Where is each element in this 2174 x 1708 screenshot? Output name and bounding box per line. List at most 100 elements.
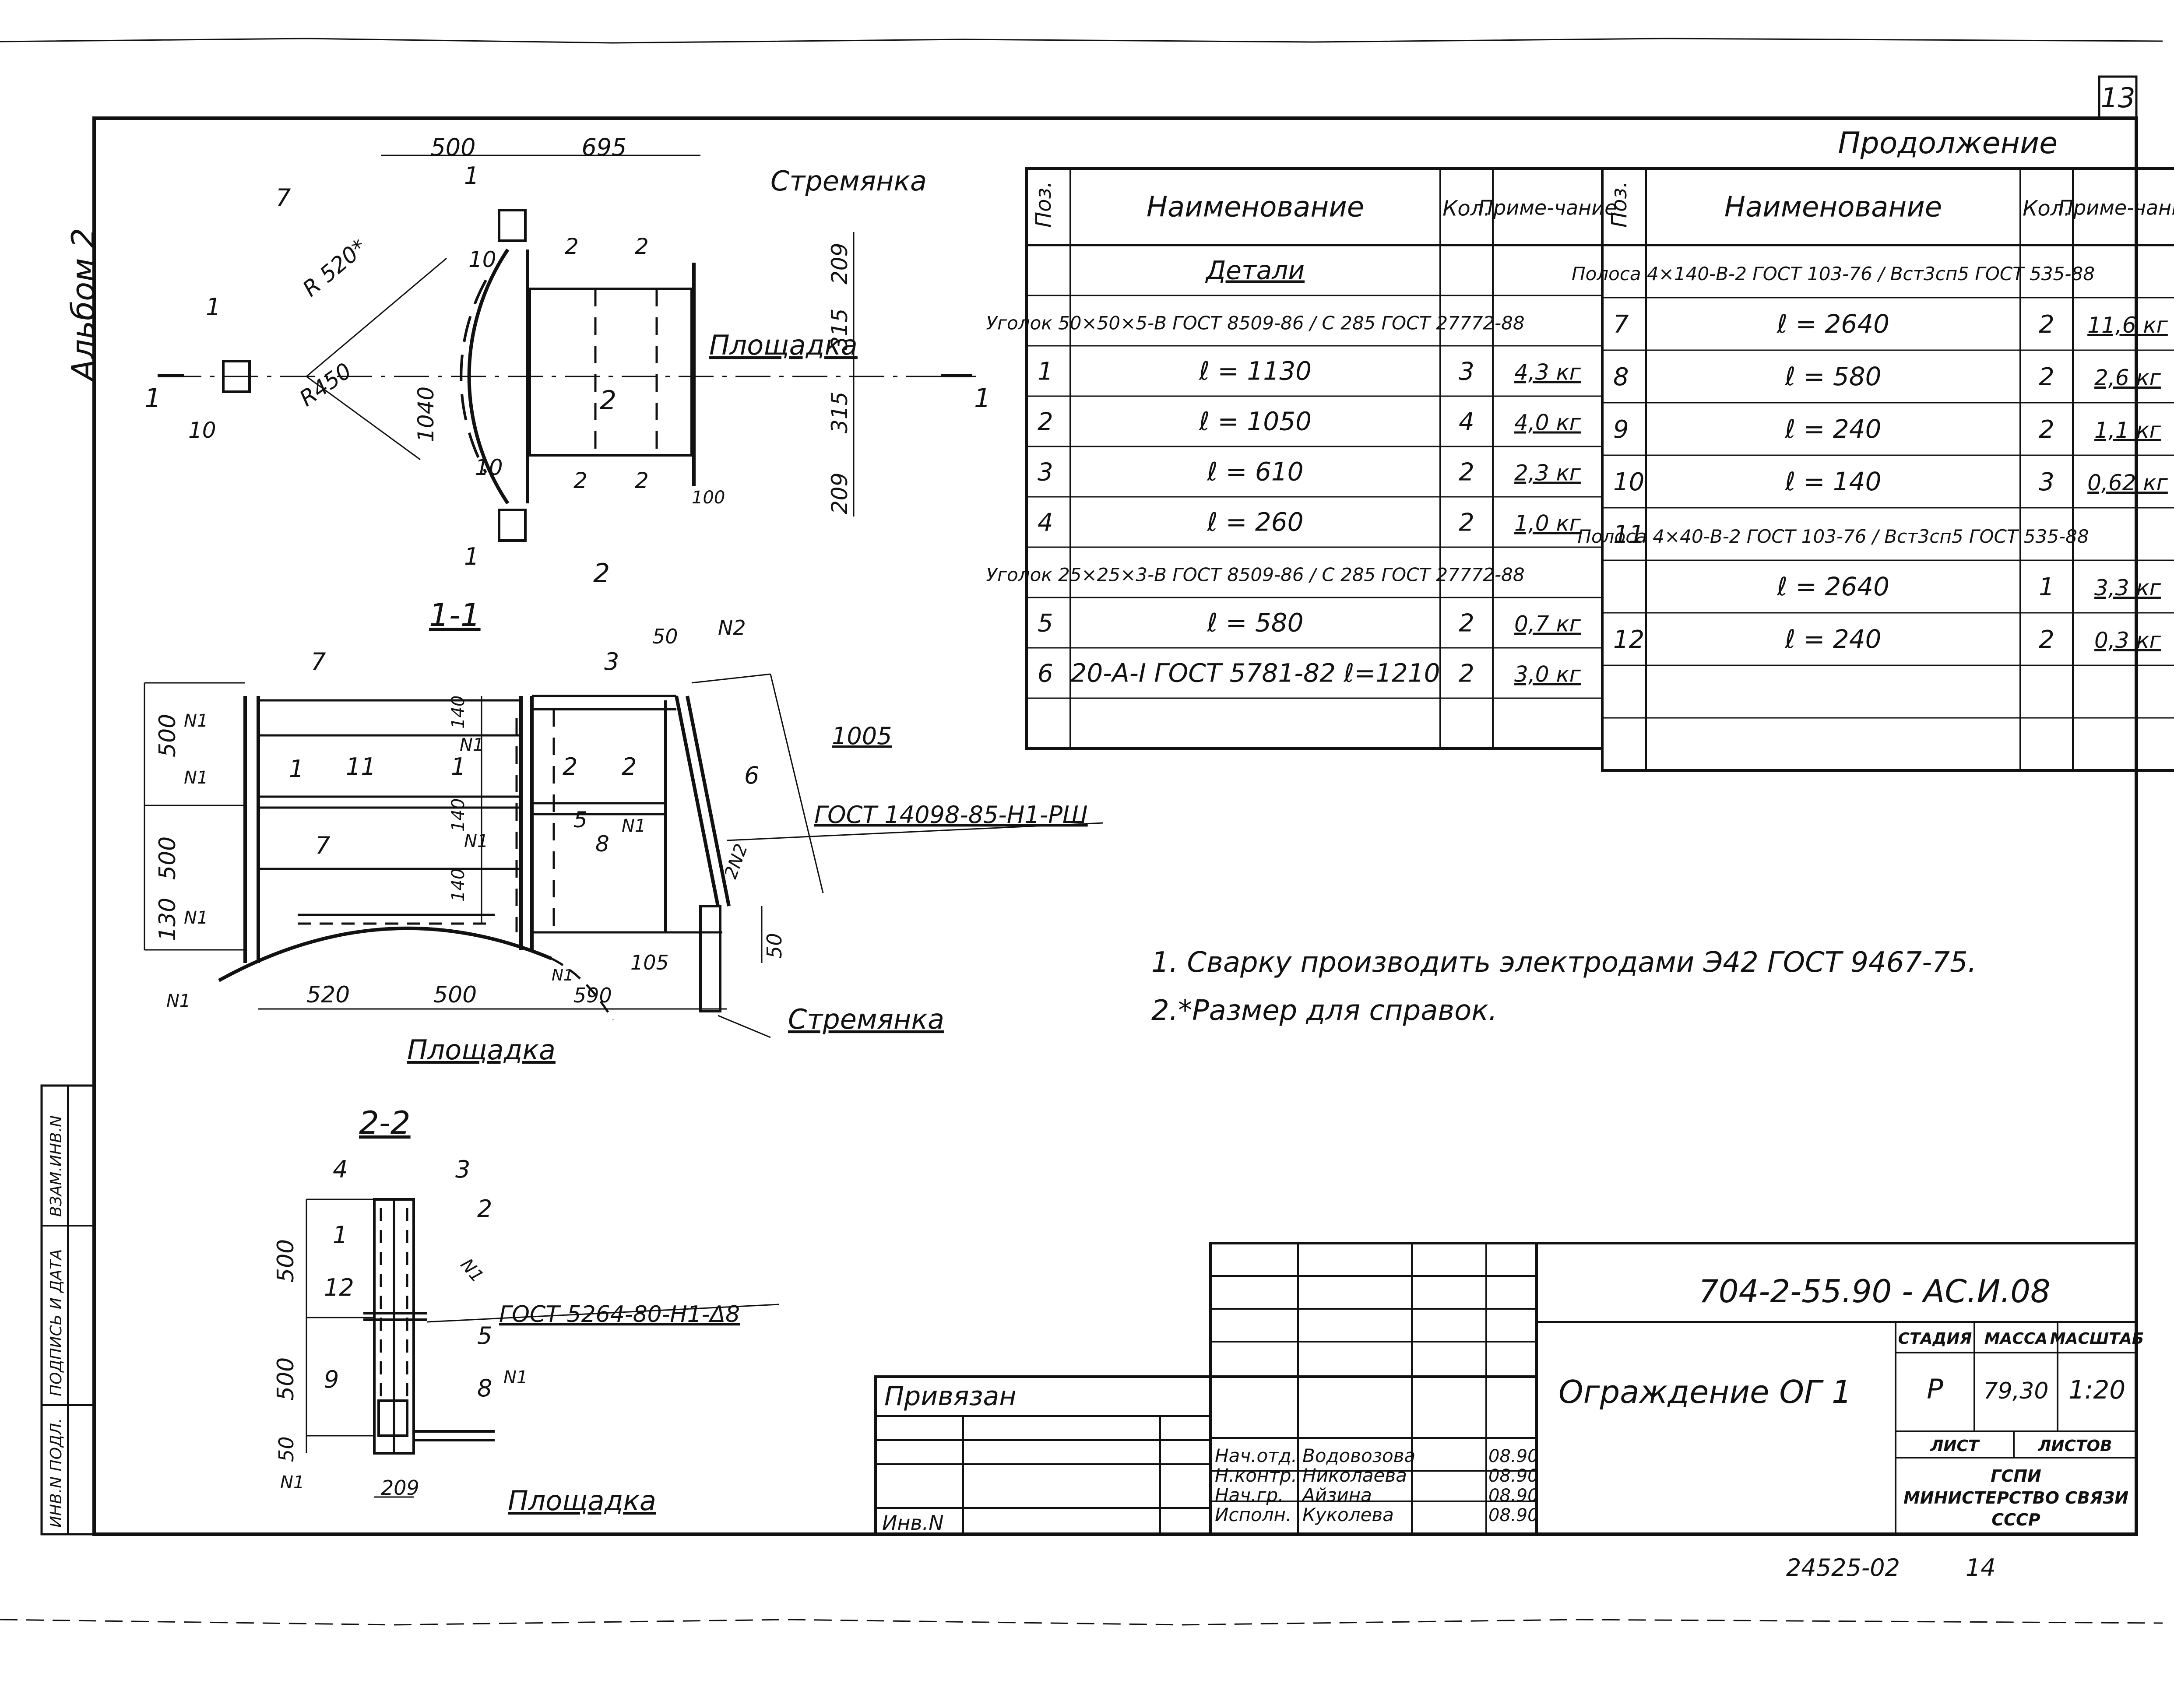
s11-dim-1005: 1005 [832,722,892,750]
signer-name: Водовозова [1302,1445,1415,1466]
plan-pos-2d: 2 [635,468,649,493]
spec-row-qty: 1 [2039,573,2054,601]
signer-role: Нач.отд. [1215,1445,1297,1466]
plan-pos-10c: 10 [475,455,503,480]
s11-pos-5: 5 [573,807,587,833]
spec-header-note: Приме-чание [2058,196,2174,220]
privyazan-label: Привязан [884,1381,1017,1412]
s11-dim-50-top: 50 [652,625,678,648]
plan-dim-r520: R 520* [298,234,371,302]
s11-dim-140c: 140 [448,868,468,902]
spec-row-qty: 4 [1459,408,1474,436]
archive-sheet: 14 [1966,1554,1996,1581]
s11-weld-n1-c: N1 [184,908,208,928]
plan-dim-695: 695 [581,134,626,161]
spec-row-name: ℓ = 2640 [1776,572,1889,601]
spec-row-pos: 1 [1038,358,1053,386]
spec-row-name: ℓ = 240 [1784,414,1881,444]
plan-section-1-right: 1 [974,383,991,414]
s11-dim-140b: 140 [448,798,468,832]
spec-row-pos: 7 [1613,310,1629,339]
spec-row-name: Уголок 25×25×3-В ГОСТ 8509-86 / С 285 ГО… [986,564,1524,586]
s11-pos-6: 6 [744,762,759,789]
s11-pos-2a: 2 [563,753,577,780]
spec-row-note: 2,3 кг [1514,460,1581,486]
s22-pos-1: 1 [333,1221,348,1249]
spec-row-note: 2,6 кг [2094,365,2161,390]
spec-row-name: ℓ = 240 [1784,624,1881,654]
plan-view [158,155,976,542]
spec-row-pos: 9 [1613,415,1629,444]
s11-weld-n2: N2 [718,616,746,640]
spec-row-name: ℓ = 260 [1207,507,1303,537]
spec-row-note: 3,0 кг [1514,662,1581,687]
spec-row-name: ℓ = 580 [1784,362,1881,391]
plan-pos-2b: 2 [635,234,649,259]
spec-row-qty: 3 [2039,468,2054,496]
s22-weld-n1-a: N1 [456,1255,487,1286]
plan-dim-315a: 315 [827,309,852,350]
spec-row-name: 20-А-I ГОСТ 5781-82 ℓ=1210 [1070,658,1440,688]
signer-date: 08.90 [1488,1505,1539,1525]
plan-pos-1a: 1 [464,162,479,190]
doc-title: Ограждение ОГ 1 [1558,1374,1852,1410]
sheets-label: ЛИСТОВ [2037,1437,2112,1455]
plan-pos-10b: 10 [188,418,216,443]
s11-dim-500b: 500 [155,836,181,880]
section-1-1-title: 1-1 [429,597,481,633]
s11-pos-2b: 2 [622,753,637,780]
spec-header-qty: Кол. [1442,197,1490,221]
plan-pos-7: 7 [276,184,291,211]
spec-row-name: Детали [1205,256,1305,285]
spec-row-pos: 2 [1038,408,1053,436]
signer-name: Куколева [1302,1504,1394,1525]
s11-pos-1b: 1 [451,753,466,780]
plan-dim-209a: 209 [827,243,852,285]
s11-dim-130: 130 [155,898,181,941]
plan-dim-209b: 209 [827,473,852,514]
bottom-edge-line [0,1619,2163,1626]
s22-pos-5: 5 [477,1322,492,1350]
stage-value: Р [1927,1373,1943,1405]
s22-pos-2: 2 [477,1195,492,1223]
spec-row-note: 0,7 кг [1514,612,1581,637]
org-line-2: МИНИСТЕРСТВО СВЯЗИ [1903,1488,2128,1508]
spec-row-name: ℓ = 610 [1207,457,1303,487]
top-edge-line [0,38,2163,44]
spec-row-note: 1,0 кг [1514,511,1581,536]
s22-pos-8: 8 [477,1374,492,1402]
s22-pos-4: 4 [333,1156,348,1183]
signer-date: 08.90 [1488,1486,1539,1506]
s22-dim-500b: 500 [273,1357,299,1401]
spec-row-name: Полоса 4×140-В-2 ГОСТ 103-76 / Вст3сп5 Г… [1572,263,2095,285]
signer-name: Айзина [1301,1484,1372,1506]
spec-row-pos: 11 [1613,520,1644,549]
sheet-label: ЛИСТ [1930,1437,1980,1455]
spec-row-qty: 2 [2039,415,2054,444]
section-1-1-view [144,673,1104,1038]
spec-row-note: 0,3 кг [2094,628,2161,653]
side-stamp-vzam: ВЗАМ.ИНВ.N [47,1115,65,1217]
s11-dim-140a: 140 [448,696,468,729]
s11-dim-520: 520 [306,982,350,1008]
spec-row-name: ℓ = 2640 [1776,309,1889,339]
spec-row-qty: 2 [2039,626,2054,654]
s11-pos-8: 8 [595,831,609,857]
s11-weld-n1-a: N1 [184,711,208,731]
s11-pos-7a: 7 [311,648,326,675]
spec-row-note: 1,1 кг [2094,418,2161,443]
plan-pos-1b: 1 [206,293,221,321]
s11-callout-platform: Площадка [407,1034,556,1066]
plan-section-1-left: 1 [144,383,161,414]
spec-row-name: ℓ = 580 [1207,608,1303,638]
signer-role: Нач.гр. [1215,1484,1284,1506]
spec-row-pos: 8 [1613,363,1629,391]
spec-row-name: ℓ = 1050 [1199,407,1312,436]
page-number-box [2098,75,2138,119]
signer-date: 08.90 [1488,1446,1539,1466]
spec-row-name: Уголок 50×50×5-В ГОСТ 8509-86 / С 285 ГО… [986,313,1524,334]
plan-dim-100: 100 [692,488,725,508]
spec-row-note: 4,0 кг [1514,410,1581,436]
s22-weld-n1-b: N1 [503,1367,528,1388]
s11-pos-1a: 1 [289,755,304,783]
